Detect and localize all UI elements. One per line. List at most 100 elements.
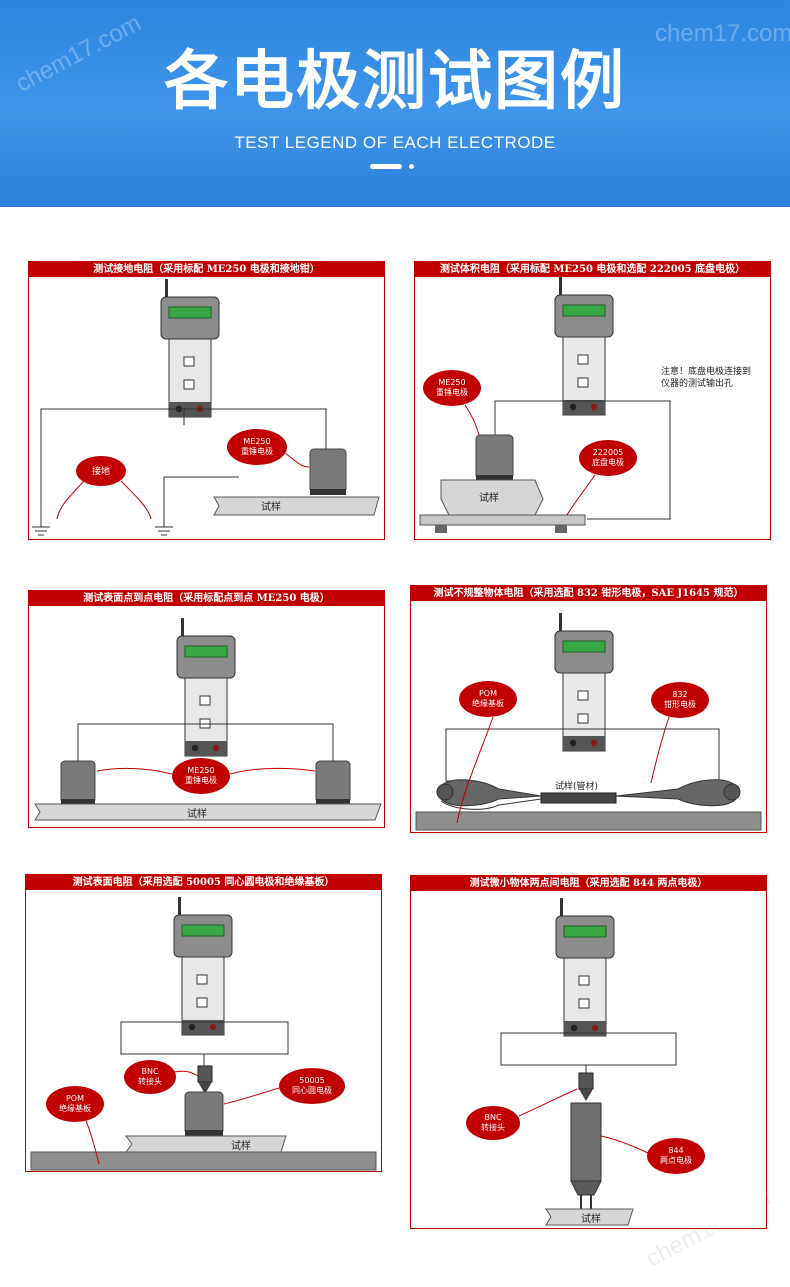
title-underline-dot — [409, 164, 414, 169]
test-meter — [176, 618, 236, 757]
meter-terminal — [569, 403, 577, 411]
callout-electrode — [227, 429, 287, 465]
electrode-weight — [475, 434, 514, 480]
panel-title: 测试不规整物体电阻（采用选配 832 钳形电极，SAE J1645 规范） — [411, 586, 766, 601]
meter-screen — [168, 306, 212, 319]
meter-terminal — [590, 403, 598, 411]
callout-electrode — [423, 370, 481, 406]
meter-button — [199, 695, 211, 706]
meter-button — [577, 690, 589, 701]
meter-screen — [563, 925, 607, 938]
panel-title: 测试接地电阻（采用标配 ME250 电极和接地钳） — [29, 262, 384, 277]
panel-title: 测试表面电阻（采用选配 50005 同心圆电极和绝缘基板） — [26, 875, 381, 890]
meter-button — [577, 377, 589, 388]
sample-plate — [125, 1135, 287, 1153]
callout-pom — [46, 1086, 104, 1122]
meter-antenna — [165, 279, 168, 297]
panel-title: 测试体积电阻（采用标配 ME250 电极和选配 222005 底盘电极） — [415, 262, 770, 277]
meter-terminal — [591, 1024, 599, 1032]
page-title: 各电极测试图例 — [164, 45, 626, 119]
sample-label: 试样 — [581, 1212, 601, 1225]
sample-label: 试样 — [187, 807, 207, 820]
two-point-electrode — [570, 1102, 602, 1182]
callout-probe — [647, 1138, 705, 1174]
test-lead — [163, 476, 239, 527]
callout-ground — [76, 456, 126, 486]
callout-electrode — [172, 758, 230, 794]
test-meter — [173, 897, 233, 1036]
meter-button — [183, 379, 195, 390]
sample-label: 试样 — [479, 491, 499, 504]
callout-bnc — [466, 1106, 520, 1140]
meter-button — [577, 713, 589, 724]
meter-terminal — [191, 744, 199, 752]
meter-antenna — [559, 613, 562, 631]
callout-base — [579, 440, 637, 476]
meter-terminal-strip — [185, 741, 227, 756]
test-meter — [554, 277, 614, 416]
meter-terminal — [212, 744, 220, 752]
meter-terminal — [209, 1023, 217, 1031]
meter-button — [578, 975, 590, 986]
panel-volume-resistance: 测试体积电阻（采用标配 ME250 电极和选配 222005 底盘电极） 注意！… — [414, 261, 771, 540]
page-subtitle: TEST LEGEND OF EACH ELECTRODE — [234, 133, 556, 152]
meter-screen — [562, 640, 606, 653]
pom-base-plate — [30, 1151, 377, 1171]
meter-button — [196, 974, 208, 985]
meter-terminal-strip — [182, 1020, 224, 1035]
meter-button — [196, 997, 208, 1008]
panel-irregular-object: 测试不规整物体电阻（采用选配 832 钳形电极，SAE J1645 规范） 试样… — [410, 585, 767, 833]
watermark-right: chem17.com — [655, 20, 790, 47]
meter-terminal — [188, 1023, 196, 1031]
sample-plate — [34, 803, 382, 821]
meter-terminal-strip — [564, 1021, 606, 1036]
electrode-weight — [309, 448, 347, 494]
electrode-weight-right — [315, 760, 351, 804]
meter-button — [183, 356, 195, 367]
meter-antenna — [178, 897, 181, 915]
meter-terminal-strip — [563, 400, 605, 415]
meter-screen — [184, 645, 228, 658]
sample-label: 试样 — [261, 500, 281, 513]
header-banner: chem17.com chem17.com 各电极测试图例 TEST LEGEN… — [0, 0, 790, 207]
title-underline-dash — [370, 164, 402, 169]
meter-antenna — [560, 898, 563, 916]
pom-base-plate — [415, 811, 762, 831]
callout-clamp — [651, 682, 709, 718]
test-lead — [494, 400, 671, 520]
test-meter — [554, 613, 614, 752]
sample-label: 试样(管材) — [555, 780, 598, 792]
meter-terminal — [569, 739, 577, 747]
concentric-ring-electrode — [184, 1091, 224, 1135]
sample-label: 试样 — [231, 1139, 251, 1152]
callout-pom — [459, 681, 517, 717]
panel-title: 测试表面点到点电阻（采用标配点到点 ME250 电极） — [29, 591, 384, 606]
test-lead-box — [500, 1032, 677, 1066]
meter-screen — [562, 304, 606, 317]
meter-screen — [181, 924, 225, 937]
callout-bnc — [124, 1060, 176, 1094]
test-meter — [160, 279, 220, 418]
meter-button — [577, 354, 589, 365]
sample-tube — [540, 792, 617, 804]
callout-ground-text: 接地 — [92, 465, 110, 477]
meter-terminal — [570, 1024, 578, 1032]
callout-ring — [279, 1068, 345, 1104]
